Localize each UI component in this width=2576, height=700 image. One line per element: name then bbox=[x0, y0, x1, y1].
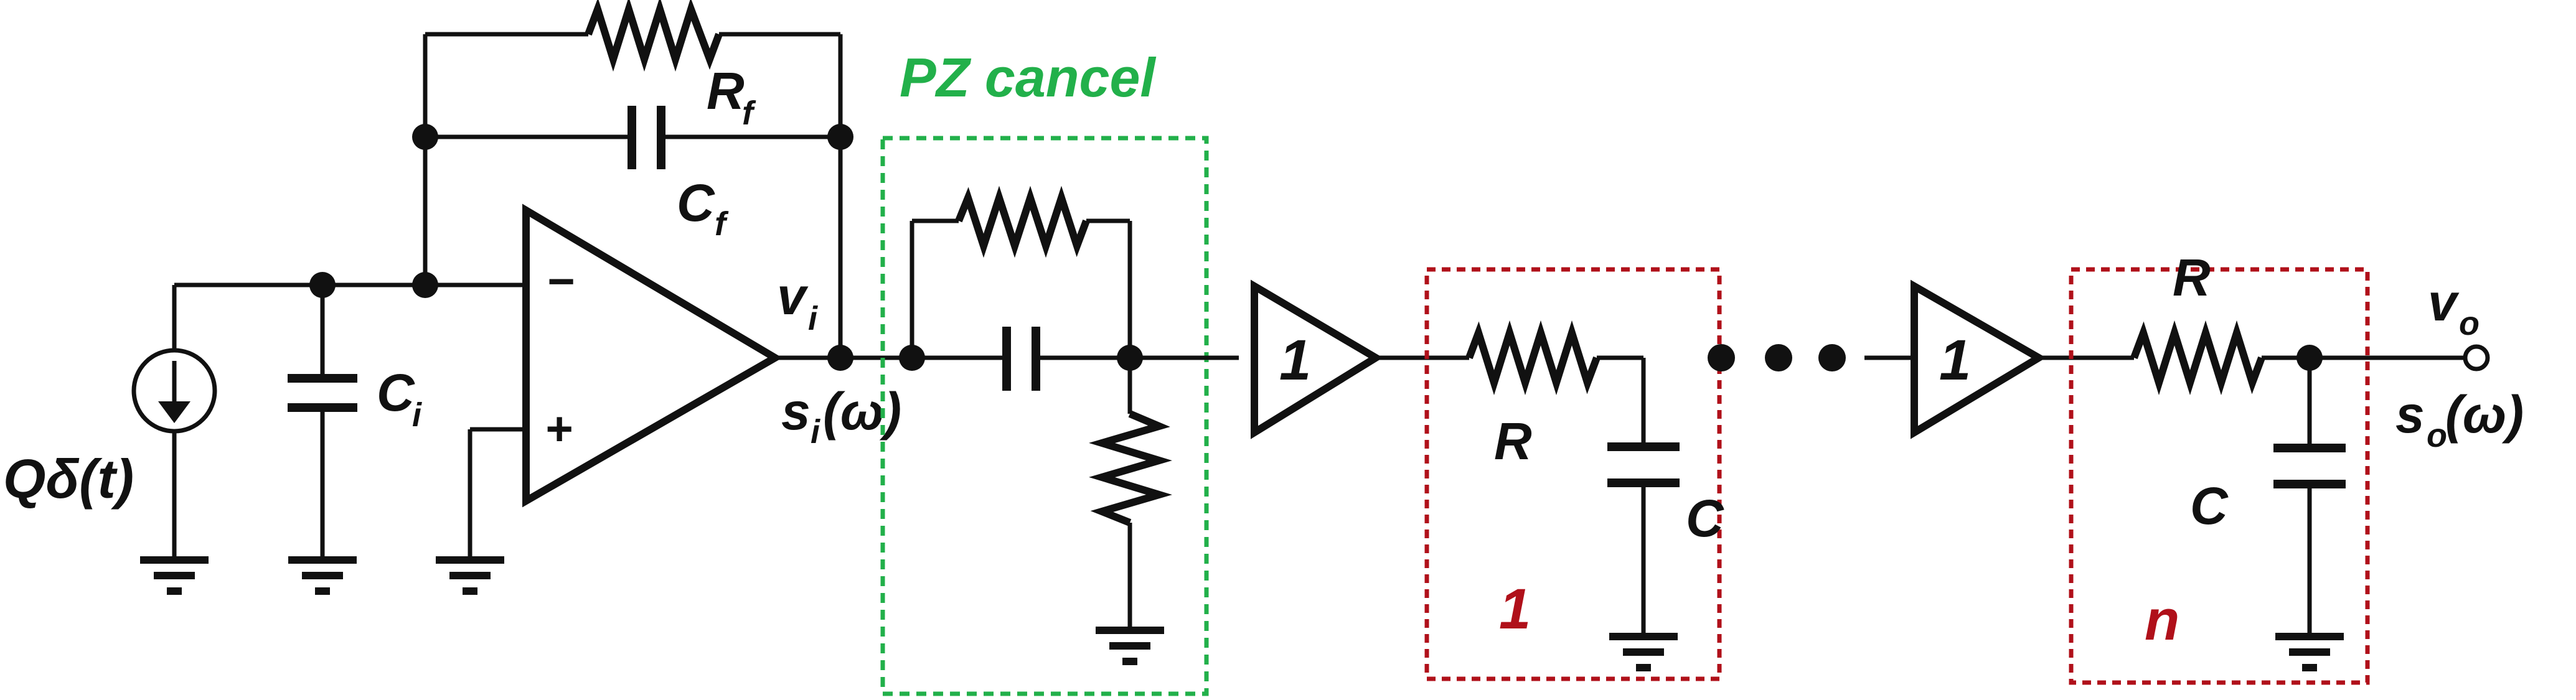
pz-cancel-title: PZ cancel bbox=[900, 47, 1156, 108]
vo-label: v bbox=[2428, 273, 2460, 332]
vi-label: v bbox=[777, 267, 809, 325]
node-dot-feedback-top-left bbox=[412, 124, 438, 150]
rf-label: R bbox=[707, 62, 745, 120]
stage-n-index: n bbox=[2145, 589, 2179, 652]
stage-1-capacitor bbox=[1607, 442, 1680, 635]
feedback-resistor bbox=[423, 0, 843, 358]
ground-symbol-stage-1 bbox=[1609, 633, 1678, 671]
node-dot-pz-left bbox=[899, 345, 925, 371]
node-dot-stage-n bbox=[2296, 345, 2323, 371]
si-label: s bbox=[781, 382, 811, 441]
stage-n-box bbox=[2069, 267, 2370, 685]
buffer-1-gain: 1 bbox=[1279, 329, 1311, 392]
node-dot-vi bbox=[827, 345, 853, 371]
stage-n-r-label: R bbox=[2173, 248, 2211, 307]
ci-label: C bbox=[377, 363, 415, 422]
buffer-n bbox=[1911, 279, 2046, 439]
vo-subscript: o bbox=[2459, 305, 2480, 342]
node-dot-feedback-top-right bbox=[827, 124, 853, 150]
source-label: Qδ(t) bbox=[3, 448, 134, 510]
pz-cancel-box bbox=[880, 136, 1209, 696]
stage-n-resistor bbox=[2130, 320, 2465, 447]
stage-n-capacitor bbox=[2273, 444, 2346, 635]
stage-n-c-label: C bbox=[2190, 477, 2229, 535]
ground-symbol-pz bbox=[1096, 627, 1164, 665]
current-source bbox=[131, 285, 217, 558]
stage-1-resistor bbox=[1465, 320, 1646, 445]
so-label: s bbox=[2395, 385, 2425, 444]
opamp-minus-label: − bbox=[547, 255, 574, 308]
buffer-n-gain: 1 bbox=[1939, 329, 1971, 392]
ground-symbol-opamp bbox=[436, 556, 504, 595]
si-subscript: i bbox=[811, 413, 820, 450]
so-subscript: o bbox=[2427, 417, 2447, 454]
stage-1-box bbox=[1424, 267, 1722, 681]
node-dot-ci bbox=[309, 272, 336, 298]
ground-symbol-stage-n bbox=[2275, 633, 2344, 671]
cf-label: C bbox=[677, 174, 715, 232]
ground-symbol-ci bbox=[288, 556, 357, 595]
output-terminal bbox=[2463, 344, 2490, 371]
stage-1-c-label: C bbox=[1686, 489, 1724, 548]
stage-1-index: 1 bbox=[1499, 577, 1531, 641]
opamp-plus-label: + bbox=[545, 403, 572, 455]
ground-symbol-source bbox=[140, 556, 209, 595]
ci-subscript: i bbox=[412, 396, 422, 434]
continuation-ellipsis bbox=[1708, 344, 1846, 371]
stage-1-r-label: R bbox=[1494, 412, 1532, 470]
pz-resistor bbox=[910, 185, 1132, 358]
input-capacitor bbox=[288, 285, 357, 558]
so-argument: (ω) bbox=[2445, 385, 2524, 444]
pz-capacitor bbox=[909, 327, 1239, 391]
cf-subscript: f bbox=[715, 205, 729, 243]
buffer-1 bbox=[1251, 279, 1383, 439]
pz-shunt-resistor bbox=[1089, 358, 1172, 628]
si-argument: (ω) bbox=[823, 382, 901, 441]
rf-subscript: f bbox=[742, 95, 756, 132]
vi-subscript: i bbox=[808, 300, 818, 337]
feedback-capacitor bbox=[425, 106, 840, 169]
opamp bbox=[468, 203, 783, 558]
